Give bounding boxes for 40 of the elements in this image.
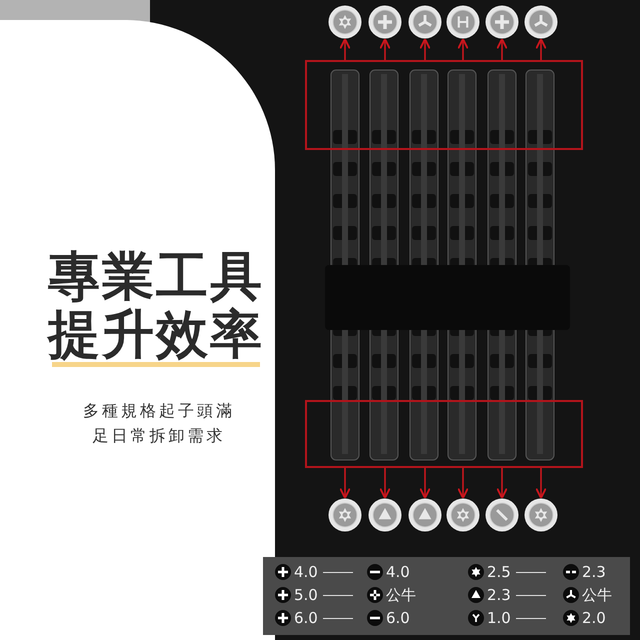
screw-head-icon (485, 498, 519, 532)
spec-value: 公牛 (582, 586, 612, 604)
spec-value: 6.0 (294, 609, 318, 627)
arrow (419, 38, 431, 60)
spec-value: 6.0 (386, 609, 410, 627)
screw-head-icon (446, 5, 480, 39)
spec-value: 5.0 (294, 586, 318, 604)
spec-value: 2.5 (487, 563, 511, 581)
spec-value: 4.0 (386, 563, 410, 581)
arrow (496, 38, 508, 60)
arrow (496, 468, 508, 499)
arrow (535, 38, 547, 60)
arrow (379, 468, 391, 499)
spec-value: 4.0 (294, 563, 318, 581)
screw-head-icon (408, 498, 442, 532)
screw-head-icon (368, 498, 402, 532)
screw-head-icon (368, 5, 402, 39)
screw-head-icon (328, 498, 362, 532)
subtitle: 多種規格起子頭滿足日常拆卸需求 (82, 400, 236, 447)
title: 專業工具提升效率 (46, 248, 265, 364)
screw-head-icon (408, 5, 442, 39)
screw-head-icon (446, 498, 480, 532)
arrow (535, 468, 547, 499)
screw-head-icon (328, 5, 362, 39)
arrow (457, 38, 469, 60)
screw-head-icon (524, 498, 558, 532)
spec-value: 2.0 (582, 609, 606, 627)
arrow (379, 38, 391, 60)
spec-value: 1.0 (487, 609, 511, 627)
highlight-frame (305, 60, 583, 150)
arrow (457, 468, 469, 499)
arrow (339, 38, 351, 60)
spec-value: 公牛 (386, 586, 416, 604)
screw-head-icon (524, 5, 558, 39)
spec-value: 2.3 (582, 563, 606, 581)
arrow (419, 468, 431, 499)
screw-head-icon (485, 5, 519, 39)
spec-value: 2.3 (487, 586, 511, 604)
highlight-frame (305, 400, 583, 468)
arrow (339, 468, 351, 499)
